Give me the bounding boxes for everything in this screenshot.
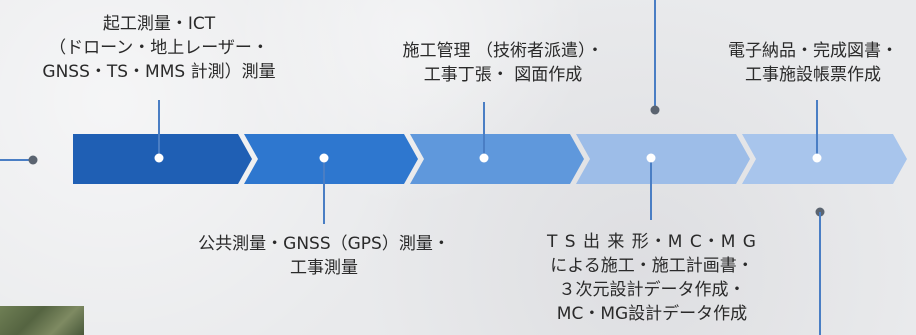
management-label: 施工管理 （技術者派遣）・ 工事丁張・ 図面作成 xyxy=(368,39,638,87)
ts-label-line-1: T S 出 来 形・M C・M G xyxy=(547,232,757,252)
delivery-label-line-1: 電子納品・完成図書・ xyxy=(728,41,898,61)
top-connector-dot xyxy=(650,105,660,115)
survey-dot xyxy=(154,153,164,163)
site-photo-thumbnail xyxy=(0,306,84,335)
management-label-line-2: 工事丁張・ 図面作成 xyxy=(423,65,583,85)
survey-label-line-2: （ドローン・地上レーザー・ xyxy=(49,38,269,58)
delivery-dot xyxy=(812,153,822,163)
ts-label: T S 出 来 形・M C・M G による施工・施工計画書・ ３次元設計データ作… xyxy=(518,230,786,326)
gnss-label-line-2: 工事測量 xyxy=(290,258,358,278)
chevron-step-4 xyxy=(576,134,750,184)
gnss-label-line-1: 公共測量・GNSS（GPS）測量・ xyxy=(198,234,450,254)
ts-dot xyxy=(646,153,656,163)
ts-label-line-2: による施工・施工計画書・ xyxy=(550,256,754,276)
chevron-step-3 xyxy=(410,134,584,184)
left-connector-dot xyxy=(28,155,38,165)
gnss-label: 公共測量・GNSS（GPS）測量・ 工事測量 xyxy=(168,232,480,280)
management-dot xyxy=(479,153,489,163)
survey-label-line-1: 起工測量・ICT xyxy=(102,14,216,34)
gnss-dot xyxy=(319,153,329,163)
survey-label-line-3: GNSS・TS・MMS 計測）測量 xyxy=(42,62,276,82)
ts-label-line-3: ３次元設計データ作成・ xyxy=(558,280,746,300)
management-label-line-1: 施工管理 （技術者派遣）・ xyxy=(402,41,604,61)
chevron-step-5 xyxy=(742,134,907,184)
survey-label: 起工測量・ICT （ドローン・地上レーザー・ GNSS・TS・MMS 計測）測量 xyxy=(4,12,314,84)
ts-label-line-4: MC・MG設計データ作成 xyxy=(556,304,748,324)
delivery-label-line-2: 工事施設帳票作成 xyxy=(745,65,881,85)
chevron-step-2 xyxy=(244,134,418,184)
delivery-label: 電子納品・完成図書・ 工事施設帳票作成 xyxy=(710,39,916,87)
